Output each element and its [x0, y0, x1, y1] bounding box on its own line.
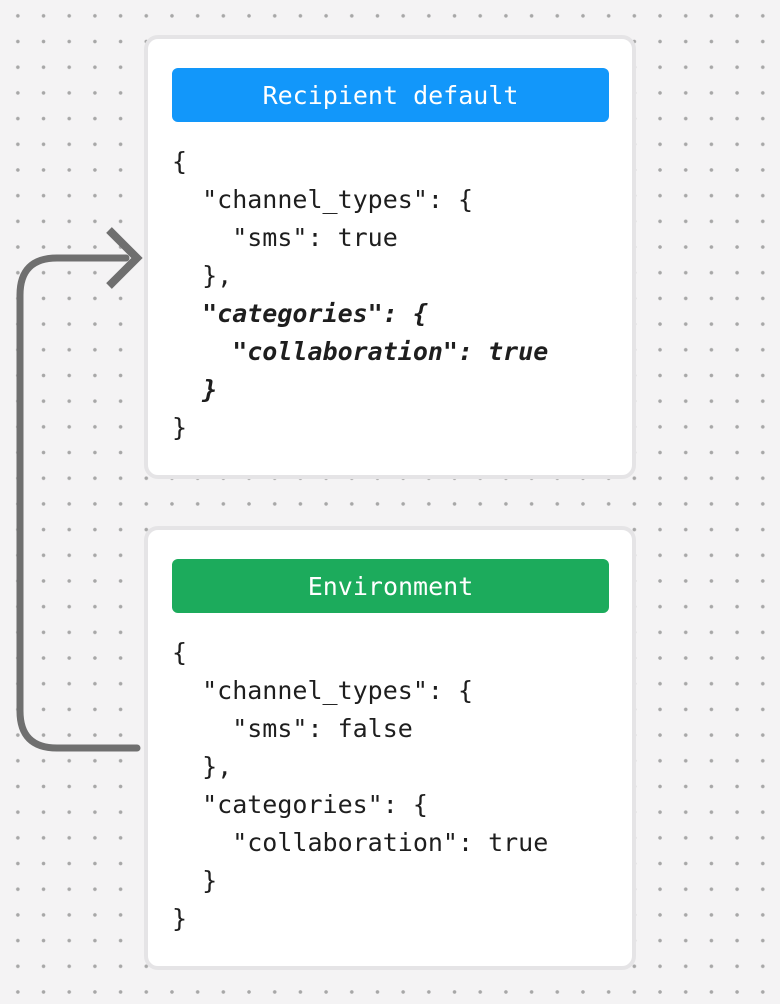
code-line: "channel_types": { [172, 185, 474, 214]
environment-code-block: { "channel_types": { "sms": false }, "ca… [172, 634, 609, 938]
code-line: "categories": { [172, 299, 428, 328]
recipient-default-title-label: Recipient default [262, 80, 519, 110]
code-line: "channel_types": { [172, 676, 474, 705]
code-line: "sms": false [172, 714, 413, 743]
recipient-default-card: Recipient default { "channel_types": { "… [144, 35, 636, 479]
code-line: "collaboration": true [172, 337, 549, 366]
code-line: }, [172, 261, 233, 290]
environment-title-label: Environment [307, 571, 474, 601]
arrow-shaft [16, 254, 141, 752]
code-line: "collaboration": true [172, 828, 549, 857]
code-line: } [172, 866, 218, 895]
code-line: { [172, 147, 188, 176]
code-line: "sms": true [172, 223, 398, 252]
environment-title-badge: Environment [172, 559, 609, 613]
arrow-head [106, 227, 143, 289]
recipient-default-title-badge: Recipient default [172, 68, 609, 122]
code-line: "categories": { [172, 790, 428, 819]
code-line: } [172, 904, 188, 933]
recipient-default-code-block: { "channel_types": { "sms": true }, "cat… [172, 143, 609, 447]
code-line: } [172, 375, 218, 404]
environment-card: Environment { "channel_types": { "sms": … [144, 526, 636, 970]
code-line: } [172, 413, 188, 442]
code-line: }, [172, 752, 233, 781]
code-line: { [172, 638, 188, 667]
